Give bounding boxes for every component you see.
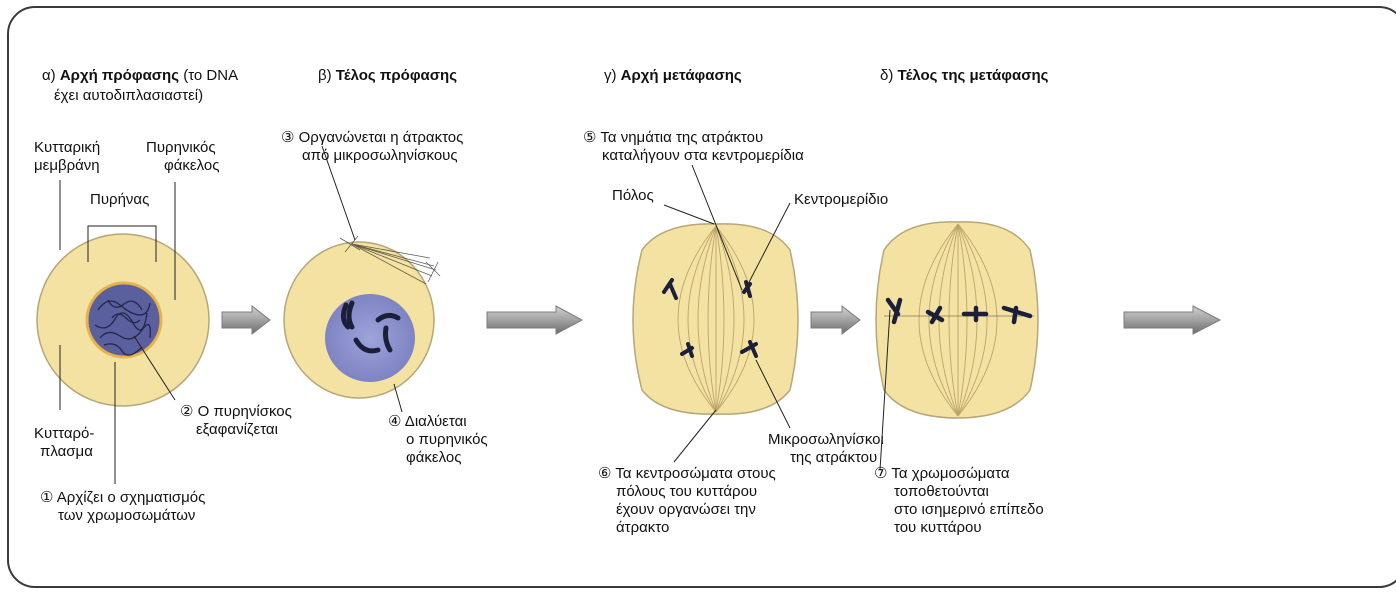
step-2: ② Ο πυρηνίσκος [180,402,292,421]
stage-c-header: γ) Αρχή μετάφασης [604,66,742,85]
step-2-number: ② [180,403,193,420]
step-7-number: ⑦ [874,465,887,482]
step-5-line2: καταλήγουν στα κεντρομερίδια [602,146,804,165]
step-6-line1: Τα κεντροσώματα στους [615,465,775,482]
stage-a-title: Αρχή πρόφασης [60,67,179,84]
label-cytoplasm-line1: Κυτταρό- [34,424,94,443]
step-1: ① Αρχίζει ο σχηματισμός [40,488,205,507]
stage-b-header: β) Τέλος πρόφασης [318,66,457,85]
stage-d-letter: δ) [880,67,893,84]
stage-a-header: α) Αρχή πρόφασης (το DNA [42,66,238,85]
stage-b-letter: β) [318,67,332,84]
step-5-line1: Τα νημάτια της ατράκτου [600,129,763,146]
label-pole: Πόλος [612,186,654,205]
label-membrane-line1: Κυτταρική [34,138,100,157]
stage-d-header: δ) Τέλος της μετάφασης [880,66,1048,85]
step-2-line1: Ο πυρηνίσκος [198,403,292,420]
step-6-line4: άτρακτο [616,518,669,537]
arrow-2 [487,306,582,334]
label-centromere: Κεντρομερίδιο [794,190,888,209]
nucleus-a [87,283,161,357]
step-3-number: ③ [281,129,294,146]
step-6-line2: πόλους του κυττάρου [616,482,757,501]
arrow-3 [811,306,860,334]
step-3-line1: Οργανώνεται η άτρακτος [299,129,464,146]
step-4-line2: ο πυρηνικός [406,430,488,449]
label-membrane-line2: μεμβράνη [34,156,100,175]
step-5-number: ⑤ [583,129,596,146]
step-4: ④ Διαλύεται [388,412,467,431]
step-6: ⑥ Τα κεντροσώματα στους [598,464,776,483]
step-7-line4: του κυττάρου [894,518,982,537]
stage-c-title: Αρχή μετάφασης [621,67,742,84]
step-7: ⑦ Τα χρωμοσώματα [874,464,1009,483]
stage-c-letter: γ) [604,67,617,84]
step-6-number: ⑥ [598,465,611,482]
step-4-line1: Διαλύεται [405,413,467,430]
step-7-line3: στο ισημερινό επίπεδο [894,500,1044,519]
label-envelope-line2: φάκελος [164,156,219,175]
step-1-line1: Αρχίζει ο σχηματισμός [57,489,206,506]
step-6-line3: έχουν οργανώσει την [616,500,756,519]
step-3: ③ Οργανώνεται η άτρακτος [281,128,463,147]
cell-late-metaphase [876,222,1038,418]
nucleus-b [325,294,415,382]
label-nucleus: Πυρήνας [90,190,149,209]
step-3-line2: από μικροσωληνίσκους [302,146,458,165]
label-microtubules-line2: της ατράκτου [790,448,877,467]
cell-early-metaphase [633,224,798,414]
stage-b-title: Τέλος πρόφασης [336,67,457,84]
step-2-line2: εξαφανίζεται [196,420,278,439]
cell-late-prophase [284,236,440,398]
step-4-number: ④ [388,413,401,430]
stage-a-letter: α) [42,67,56,84]
stage-d-title: Τέλος της μετάφασης [898,67,1049,84]
arrow-4 [1124,306,1220,334]
cell-early-prophase [37,234,209,406]
step-7-line2: τοποθετούνται [894,482,989,501]
label-microtubules-line1: Μικροσωληνίσκοι [768,430,884,449]
step-4-line3: φάκελος [406,448,461,467]
step-7-line1: Τα χρωμοσώματα [891,465,1009,482]
label-cytoplasm-line2: πλασμα [40,442,93,461]
stage-a-note-line2: έχει αυτοδιπλασιαστεί) [54,86,203,105]
label-envelope-line1: Πυρηνικός [146,138,216,157]
stage-a-note: (το DNA [183,67,238,84]
step-1-line2: των χρωμοσωμάτων [58,506,195,525]
step-1-number: ① [40,489,53,506]
step-5: ⑤ Τα νημάτια της ατράκτου [583,128,763,147]
arrow-1 [222,306,270,334]
